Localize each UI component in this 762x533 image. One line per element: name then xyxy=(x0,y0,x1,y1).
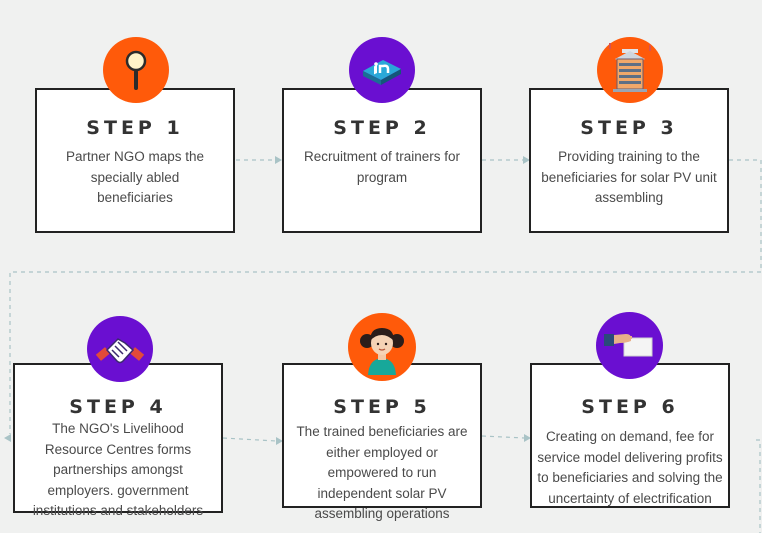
step-3-description: Providing training to the beneficiaries … xyxy=(541,149,717,205)
step-1-title: STEP 1 xyxy=(86,117,184,139)
connector-6-out xyxy=(756,439,761,533)
step-5-card: STEP 5 The trained beneficiaries are eit… xyxy=(282,363,482,521)
step-3-title: STEP 3 xyxy=(580,117,678,139)
step-5-description: The trained beneficiaries are either emp… xyxy=(296,424,468,521)
connector-4-5 xyxy=(222,437,277,442)
step-6-title: STEP 6 xyxy=(581,396,679,418)
step-1-card: STEP 1 Partner NGO maps the specially ab… xyxy=(35,88,235,233)
woman-avatar-icon xyxy=(348,313,416,381)
step-2-title: STEP 2 xyxy=(333,117,431,139)
step-5-title: STEP 5 xyxy=(333,396,431,418)
hand-card-icon xyxy=(596,312,663,379)
connector-3-4 xyxy=(9,159,762,434)
arrowhead-1-2 xyxy=(275,156,282,164)
step-2-card: STEP 2 Recruitment of trainers for progr… xyxy=(282,88,482,233)
arrowhead-2-3 xyxy=(523,156,530,164)
handshake-icon xyxy=(87,316,153,382)
building-icon xyxy=(597,37,663,103)
step-6-description: Creating on demand, fee for service mode… xyxy=(537,429,723,506)
arrowhead-4-5 xyxy=(276,437,283,445)
step-4-description: The NGO's Livelihood Resource Centres fo… xyxy=(32,421,204,518)
magnifier-icon xyxy=(103,37,169,103)
step-1-description: Partner NGO maps the specially abled ben… xyxy=(65,149,205,205)
linkedin-icon xyxy=(349,37,415,103)
step-2-description: Recruitment of trainers for program xyxy=(303,149,461,185)
step-4-title: STEP 4 xyxy=(69,396,167,418)
step-3-card: STEP 3 Providing training to the benefic… xyxy=(529,88,729,233)
step-6-card: STEP 6 Creating on demand, fee for servi… xyxy=(530,363,730,508)
arrowhead-3-4 xyxy=(4,434,11,442)
arrowhead-5-6 xyxy=(524,434,531,442)
step-4-card: STEP 4 The NGO's Livelihood Resource Cen… xyxy=(13,363,223,518)
connector-5-6 xyxy=(481,435,525,439)
